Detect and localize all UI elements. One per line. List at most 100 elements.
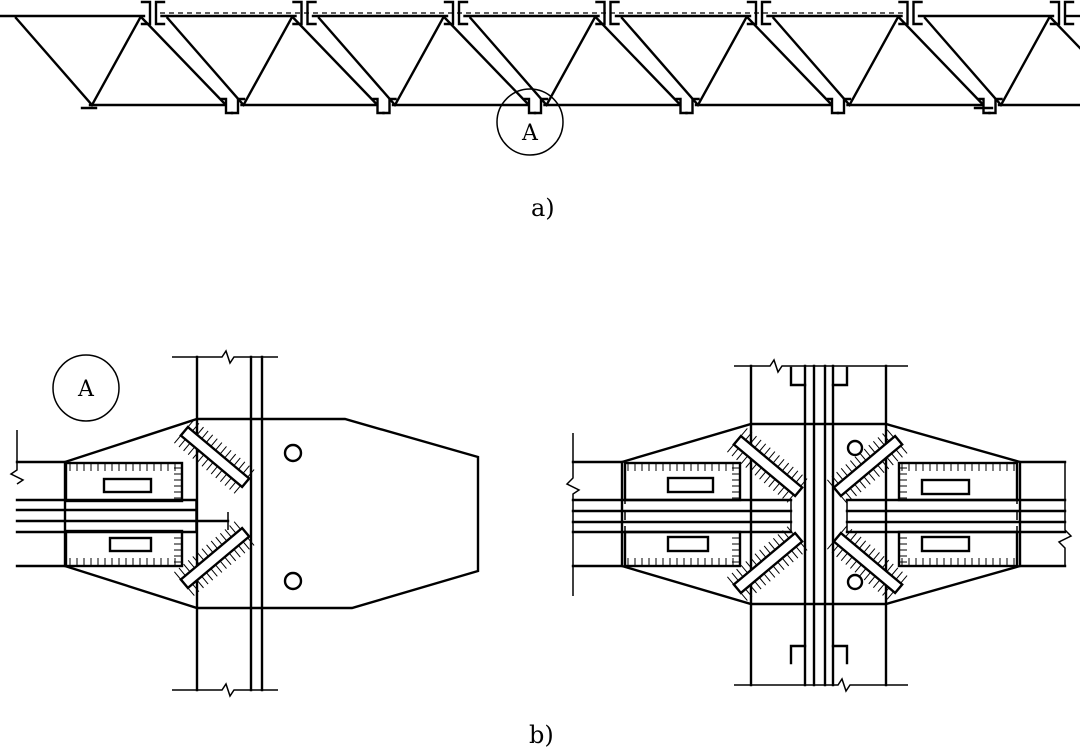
weld-tick bbox=[800, 542, 808, 551]
weld-tick bbox=[786, 466, 794, 475]
weld-tick bbox=[863, 572, 871, 581]
detail-callout-a-part-b: A bbox=[52, 354, 120, 422]
weld-tick bbox=[791, 470, 799, 479]
weld-tick bbox=[777, 458, 785, 468]
weld-tick bbox=[745, 459, 753, 468]
slot bbox=[666, 476, 715, 494]
truss-unit bbox=[311, 0, 549, 115]
weld-tick bbox=[201, 548, 209, 557]
top-clip bbox=[1049, 0, 1061, 26]
weld-tick bbox=[228, 453, 237, 463]
top-clip bbox=[898, 0, 909, 26]
truss-unit bbox=[160, 0, 397, 115]
bolt-hole bbox=[283, 571, 303, 591]
weld-tick bbox=[854, 564, 862, 573]
weld-tick bbox=[745, 561, 753, 570]
weld-tick bbox=[745, 588, 753, 598]
weld-tick bbox=[859, 452, 867, 461]
weld-hatching bbox=[69, 463, 182, 566]
top-clip bbox=[609, 0, 620, 26]
weld-tick bbox=[768, 478, 776, 488]
diagonal bbox=[317, 16, 397, 107]
truss-unit bbox=[766, 0, 1003, 115]
weld-tick bbox=[763, 573, 771, 582]
weld-tick bbox=[736, 568, 744, 578]
top-clip bbox=[760, 0, 772, 26]
diagonal bbox=[90, 16, 142, 107]
top-clip bbox=[457, 0, 469, 26]
weld-tick bbox=[900, 575, 908, 584]
weld-tick bbox=[228, 552, 237, 562]
chord-member-left bbox=[9, 430, 230, 568]
weld-tick bbox=[754, 439, 762, 448]
weld-tick bbox=[201, 576, 209, 585]
bottom-clip bbox=[675, 97, 688, 115]
diagonal bbox=[14, 16, 94, 107]
slot bbox=[920, 535, 971, 553]
bottom-clip bbox=[685, 97, 700, 115]
caption-part-b: b) bbox=[529, 721, 554, 749]
weld-tick bbox=[187, 419, 195, 428]
stiffener-weld bbox=[827, 429, 908, 504]
weld-tick bbox=[845, 556, 853, 565]
weld-tick bbox=[229, 525, 237, 534]
weld-tick bbox=[772, 565, 780, 574]
weld-tick bbox=[845, 491, 853, 501]
weld-tick bbox=[840, 467, 848, 477]
weld-tick bbox=[781, 557, 790, 567]
weld-tick bbox=[219, 560, 227, 569]
weld-tick bbox=[215, 564, 223, 573]
diagonal bbox=[468, 16, 549, 107]
weld-tick bbox=[233, 457, 241, 466]
break-line-top bbox=[172, 349, 278, 365]
weld-tick bbox=[205, 434, 214, 443]
weld-tick bbox=[863, 476, 871, 485]
weld-tick bbox=[731, 572, 739, 581]
weld-tick bbox=[736, 451, 744, 461]
slot-lower bbox=[108, 536, 153, 553]
weld-tick bbox=[895, 571, 903, 580]
top-clip bbox=[292, 0, 303, 26]
weld-tick bbox=[786, 494, 794, 503]
weld-tick bbox=[782, 490, 790, 499]
diagonal-stiffener-plate bbox=[832, 531, 904, 595]
weld-tick bbox=[882, 433, 890, 442]
weld-tick bbox=[187, 559, 195, 569]
weld-tick bbox=[772, 482, 781, 492]
weld-tick bbox=[210, 466, 218, 475]
weld-tick bbox=[827, 479, 835, 488]
weld-tick bbox=[882, 587, 890, 596]
weld-tick bbox=[877, 464, 885, 474]
weld-tick bbox=[187, 587, 195, 596]
top-clip bbox=[595, 0, 606, 26]
weld-tick bbox=[745, 431, 753, 441]
stiffener-weld bbox=[827, 525, 908, 600]
top-clip bbox=[746, 0, 758, 26]
weld-tick bbox=[840, 552, 848, 562]
stiffener-weld bbox=[727, 428, 808, 503]
weld-tick bbox=[868, 472, 876, 481]
gusset-plate bbox=[620, 422, 1022, 606]
joint-detail-both-sides bbox=[565, 358, 1073, 693]
weld-tick bbox=[872, 468, 880, 477]
diagonal-stiffener-plate bbox=[179, 526, 251, 590]
weld-tick bbox=[201, 430, 209, 439]
weld-tick bbox=[727, 576, 735, 585]
weld-tick bbox=[210, 540, 218, 549]
weld-tick bbox=[763, 475, 771, 484]
weld-tick bbox=[205, 572, 214, 581]
weld-tick bbox=[187, 446, 195, 456]
weld-tick bbox=[859, 568, 867, 577]
weld-tick bbox=[891, 453, 899, 462]
weld-tick bbox=[845, 464, 853, 473]
weld-tick bbox=[206, 544, 214, 553]
weld-tick bbox=[196, 579, 204, 589]
weld-tick bbox=[233, 485, 241, 494]
weld-tick bbox=[891, 567, 899, 576]
diagonal bbox=[847, 16, 900, 107]
diagonal bbox=[443, 16, 529, 105]
weld-tick bbox=[768, 451, 776, 460]
diagonal bbox=[999, 16, 1051, 107]
weld-tick bbox=[831, 545, 839, 554]
inverted-triangle-trusses bbox=[0, 0, 1080, 115]
